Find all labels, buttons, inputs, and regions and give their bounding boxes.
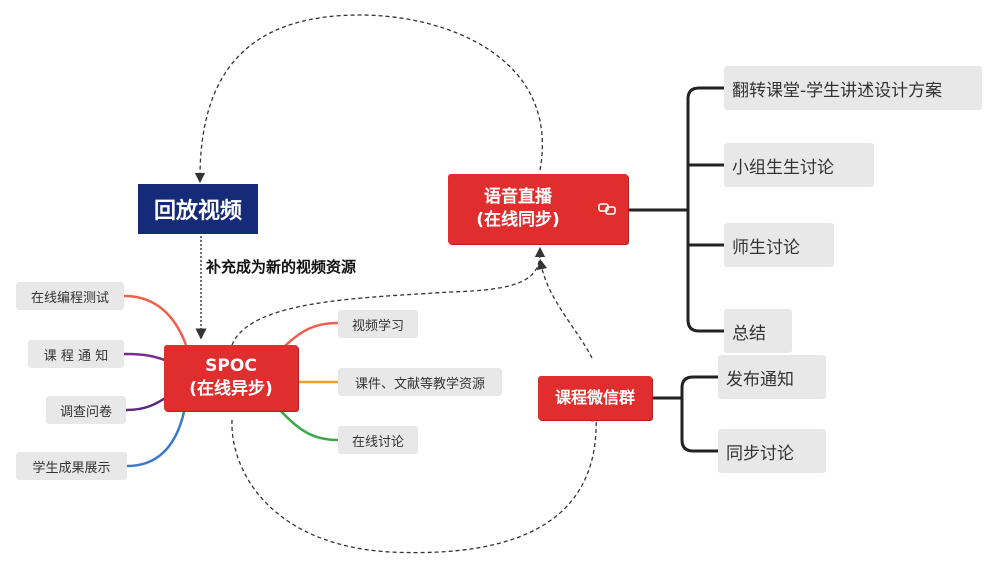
wechat-group-node: 课程微信群 (538, 376, 652, 420)
spoc-title: SPOC (205, 356, 257, 377)
spoc-subtitle: (在线异步) (189, 379, 273, 399)
spoc-right-child-1: 视频学习 (338, 310, 418, 338)
spoc-left-child-3: 调查问卷 (46, 396, 126, 424)
link-icon (598, 203, 616, 215)
wechat-tree-lines (652, 375, 718, 453)
dashed-arrow-spoc-to-wechat (231, 410, 602, 554)
wechat-child-1: 发布通知 (718, 355, 826, 399)
dashed-arrow-wechat-to-live (536, 258, 593, 359)
wechat-child-2: 同步讨论 (718, 429, 826, 473)
dashed-arrow-spoc-to-live (231, 246, 546, 346)
live-broadcast-node: 语音直播 (在线同步) (448, 174, 628, 244)
live-child-3: 师生讨论 (724, 223, 834, 267)
dashed-arrow-live-to-replay (194, 14, 543, 184)
live-subtitle: (在线同步) (476, 210, 560, 230)
spoc-left-child-1: 在线编程测试 (16, 282, 124, 310)
spoc-node: SPOC (在线异步) (164, 345, 298, 411)
spoc-left-child-2: 课 程 通 知 (28, 340, 124, 368)
supplement-caption: 补充成为新的视频资源 (206, 258, 357, 276)
live-child-4: 总结 (724, 309, 792, 353)
replay-video-node: 回放视频 (138, 184, 258, 234)
live-tree-lines (627, 86, 724, 333)
live-title: 语音直播 (484, 187, 552, 208)
live-child-1: 翻转课堂-学生讲述设计方案 (724, 66, 982, 110)
spoc-left-child-4: 学生成果展示 (16, 452, 127, 480)
branch-line-7 (279, 409, 339, 442)
branch-line-4 (126, 411, 186, 468)
spoc-right-child-2: 课件、文献等教学资源 (338, 368, 502, 396)
spoc-right-child-3: 在线讨论 (338, 426, 418, 454)
branch-line-1 (123, 294, 188, 346)
live-child-2: 小组生生讨论 (724, 143, 874, 187)
